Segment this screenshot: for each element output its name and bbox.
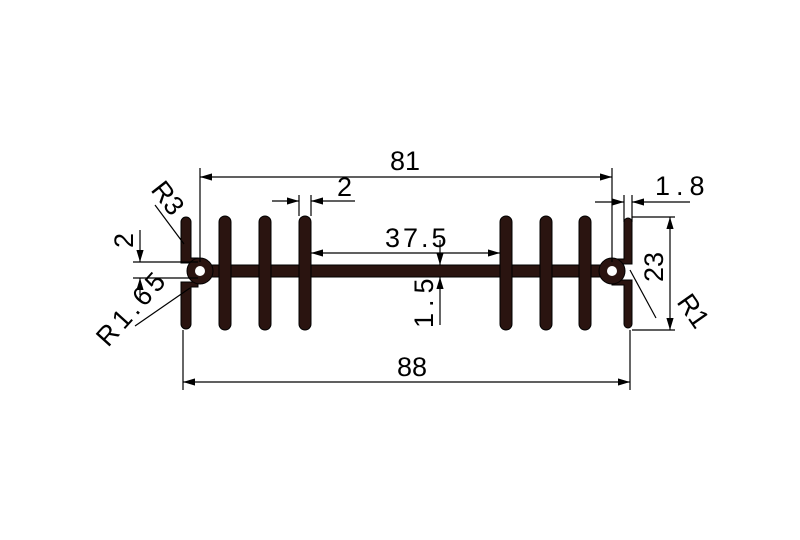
fin: [539, 215, 553, 331]
heatsink-profile: [180, 215, 633, 331]
fin: [218, 215, 232, 331]
fin: [499, 215, 513, 331]
dim-r1: R1: [671, 288, 715, 333]
dim-88: 88: [397, 352, 427, 382]
left-slot-hole: [195, 266, 205, 276]
fin: [298, 215, 312, 331]
fin: [578, 215, 592, 331]
dim-81: 81: [390, 146, 420, 176]
fin: [258, 215, 272, 331]
dim-1-8: 1.8: [655, 171, 711, 201]
dim-23: 23: [639, 252, 669, 282]
right-slot-hole: [607, 266, 617, 276]
dimension-lines: [133, 168, 690, 390]
dim-r3: R3: [145, 175, 190, 221]
dim-1-5: 1.5: [409, 272, 439, 328]
dim-fin-thickness: 2: [337, 172, 352, 202]
dim-slot-gap: 2: [109, 233, 139, 248]
dim-37-5: 37.5: [385, 223, 450, 253]
